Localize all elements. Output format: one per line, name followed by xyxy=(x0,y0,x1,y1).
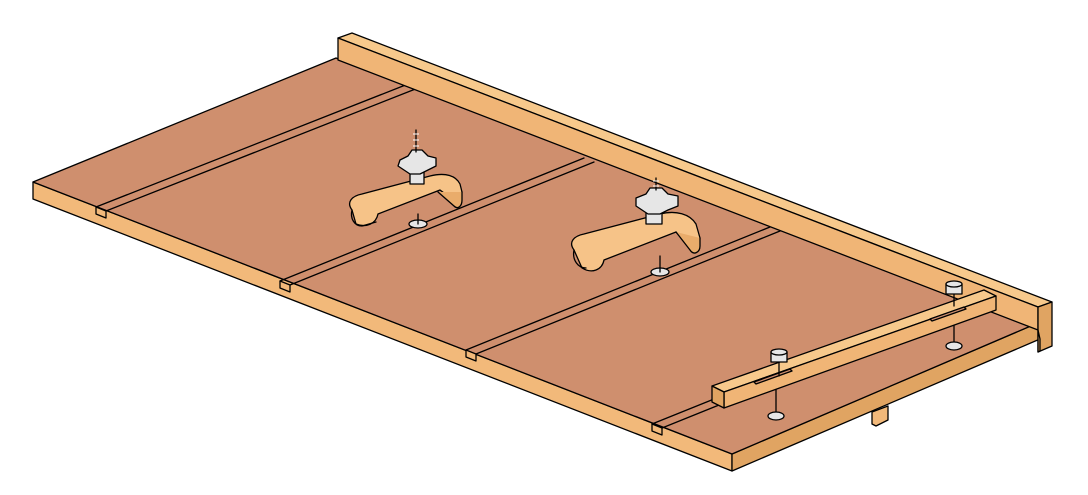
t-slot xyxy=(95,83,419,219)
t-slot xyxy=(279,157,595,293)
star-knob xyxy=(397,149,437,175)
bolt-rear xyxy=(945,317,963,351)
t-slot xyxy=(465,226,781,362)
hold-down-clamp-right xyxy=(570,177,701,277)
back-fence xyxy=(337,32,1053,353)
bolt-front xyxy=(767,387,785,421)
adjustment-slot xyxy=(929,306,967,322)
table-board xyxy=(32,57,1041,472)
stop-foot xyxy=(871,405,889,427)
bolt-bar-rear xyxy=(945,280,963,307)
stop-block-assembly xyxy=(711,280,997,427)
bolt-bar-front xyxy=(770,348,788,377)
stop-bar-end xyxy=(711,385,725,409)
hold-down-clamp-left xyxy=(348,129,463,229)
t-slots xyxy=(95,83,781,436)
adjustment-slot xyxy=(753,368,793,385)
star-knob xyxy=(635,187,679,215)
